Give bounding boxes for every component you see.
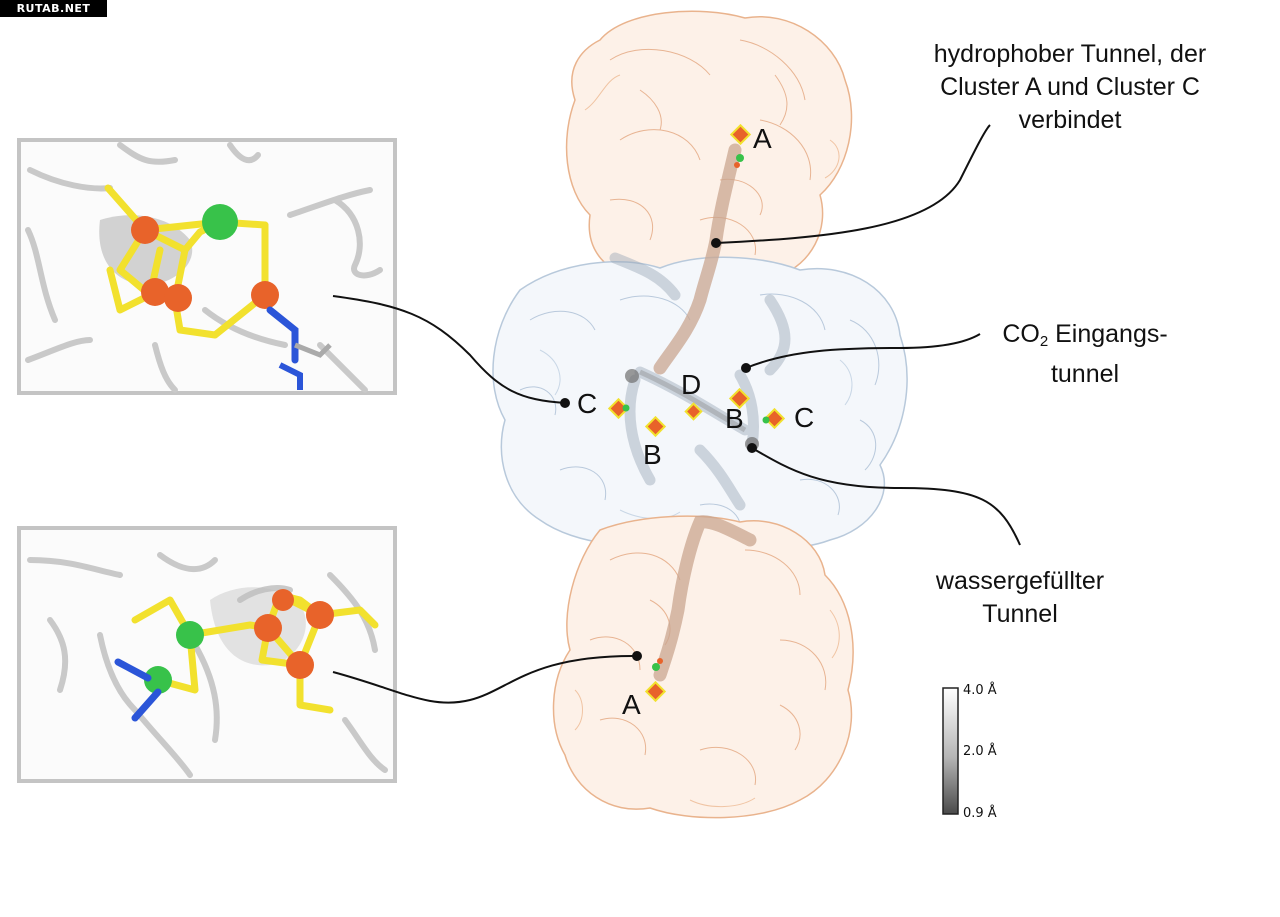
leader-inset-c xyxy=(332,295,566,404)
label-cluster-c-right: C xyxy=(794,402,815,433)
metal-clusters xyxy=(607,123,786,703)
caption-co2-rest: Eingangs- xyxy=(1048,320,1168,348)
caption-water-line2: Tunnel xyxy=(982,600,1058,628)
caption-co2-subscript: 2 xyxy=(1039,333,1049,350)
caption-co2-line1: CO2 Eingangs- xyxy=(960,318,1210,358)
protein-surface xyxy=(492,10,908,819)
cluster-d-glyph xyxy=(684,402,703,421)
inset-cluster-c xyxy=(17,138,397,395)
caption-co2-line2: tunnel xyxy=(1050,360,1120,388)
caption-hydrophobic-line3: verbindet xyxy=(1018,106,1122,134)
leader-dots xyxy=(560,238,757,661)
caption-hydrophobic-line2: Cluster A und Cluster C xyxy=(940,73,1200,101)
caption-water-line1: wassergefüllter xyxy=(935,567,1105,595)
cluster-c-right-glyph xyxy=(762,407,786,430)
caption-hydrophobic-line1: hydrophober Tunnel, der xyxy=(933,40,1207,68)
inset-a-atoms xyxy=(114,589,334,722)
hydrophobic-tunnel-top xyxy=(653,143,742,375)
cluster-b-left-glyph xyxy=(644,415,667,438)
scale-label-mid: 2.0 Å xyxy=(963,744,997,759)
label-cluster-a-bottom: A xyxy=(622,689,641,720)
leader-co2 xyxy=(745,333,981,369)
tunnel-radius-scale xyxy=(942,687,959,815)
leader-lines xyxy=(332,124,1021,704)
gas-tunnel-network xyxy=(609,252,791,511)
scale-label-max: 4.0 Å xyxy=(963,683,997,698)
leader-water xyxy=(751,447,1021,546)
hydrophobic-tunnel-bottom xyxy=(653,515,757,682)
caption-co2-prefix: CO xyxy=(1002,320,1040,348)
leader-hydrophobic xyxy=(715,124,991,244)
leader-inset-a xyxy=(332,654,638,704)
inset-c-atoms xyxy=(131,204,332,390)
inset-c-sulfur-bonds xyxy=(104,184,269,339)
scale-label-min: 0.9 Å xyxy=(963,806,997,821)
caption-water-tunnel: wassergefüllter Tunnel xyxy=(895,565,1145,631)
caption-hydrophobic-tunnel: hydrophober Tunnel, der Cluster A und Cl… xyxy=(890,38,1250,137)
label-cluster-b-right: B xyxy=(725,403,744,434)
label-cluster-a-top: A xyxy=(753,123,772,154)
caption-co2-tunnel: CO2 Eingangs- tunnel xyxy=(960,318,1210,391)
inset-c-backbone xyxy=(25,142,383,393)
blue-subunit-middle xyxy=(492,256,908,550)
cluster-b-right-glyph xyxy=(728,387,751,410)
cluster-a-top-glyph xyxy=(729,123,752,168)
label-cluster-c-left: C xyxy=(577,388,598,419)
cluster-a-bottom-glyph xyxy=(644,658,667,703)
watermark: RUTAB.NET xyxy=(0,0,107,17)
label-cluster-d: D xyxy=(681,369,702,400)
inset-cluster-a xyxy=(17,526,397,783)
orange-subunit-bottom xyxy=(552,515,854,819)
cluster-c-left-glyph xyxy=(607,397,630,420)
label-cluster-b-left: B xyxy=(643,439,662,470)
